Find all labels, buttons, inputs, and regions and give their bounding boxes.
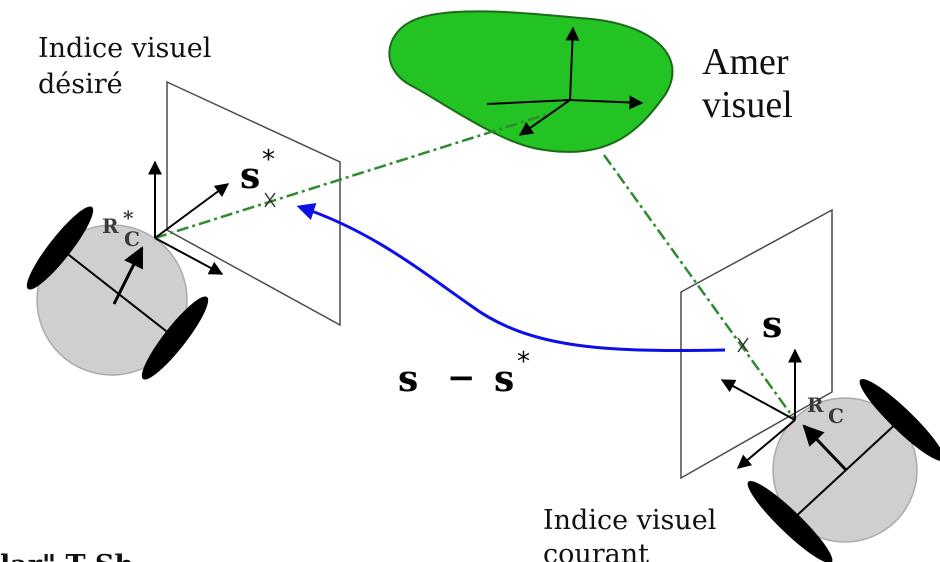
error-right: s [494, 358, 514, 400]
desired-robot-heading-arrow [112, 246, 144, 305]
error-left: s [398, 358, 418, 400]
current-label-line2: courant [543, 539, 649, 562]
desired-robot [26, 206, 209, 380]
desired-robot-body [36, 224, 188, 376]
current-robot-heading-arrow [802, 424, 848, 472]
landmark-blob [388, 10, 674, 153]
s-star-sup: * [262, 145, 275, 175]
desired-frame-label: R [102, 214, 119, 238]
s-current-label: s [762, 304, 782, 346]
desired-image-plane [166, 80, 341, 327]
landmark [388, 10, 674, 153]
error-vector-arrow [296, 202, 726, 352]
s-star-label: s [240, 155, 260, 197]
desired-feature-cross [264, 192, 276, 208]
desired-label-line1: Indice visuel [38, 33, 211, 64]
current-robot [747, 378, 940, 562]
landmark-label-line1: Amer [702, 41, 789, 83]
current-axes-icon [720, 348, 802, 469]
landmark-axes-icon [486, 26, 644, 136]
current-label-line1: Indice visuel [543, 505, 716, 536]
desired-sight-line [154, 112, 549, 240]
current-image-plane [680, 208, 833, 480]
current-frame-label: R [807, 393, 824, 417]
current-feature-cross [737, 337, 749, 353]
desired-robot-wheel-right [141, 296, 209, 380]
desired-frame-sub: C [124, 227, 140, 251]
landmark-label-line2: visuel [702, 84, 793, 126]
desired-frame-sup: * [123, 206, 134, 230]
error-operator: − [447, 358, 476, 398]
current-robot-wheel-lower [747, 480, 833, 562]
current-frame-sub: C [828, 404, 844, 428]
error-sup: * [517, 347, 530, 377]
current-robot-wheel-upper [859, 378, 940, 462]
desired-label-line2: désiré [38, 69, 123, 100]
desired-robot-wheel-left [26, 206, 94, 290]
current-sight-line [602, 154, 797, 421]
cut-off-bottom-text: lar" T Sh [0, 550, 134, 562]
desired-axes-icon [148, 160, 230, 275]
